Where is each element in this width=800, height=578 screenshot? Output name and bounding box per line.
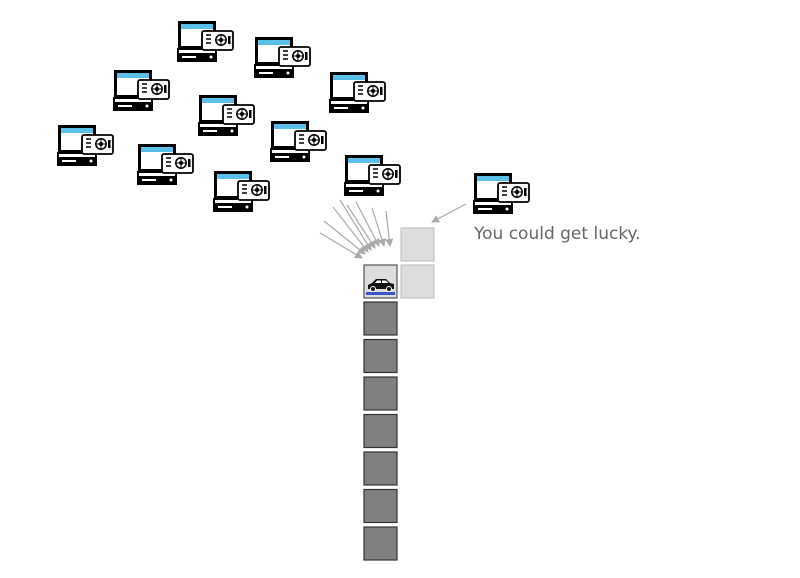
desktop-computer-with-safe-icon (197, 94, 255, 137)
desktop-computer-with-safe-icon (112, 69, 170, 112)
car-icon (366, 279, 395, 295)
tip-block (363, 264, 398, 299)
desktop-computer-with-safe-icon (269, 120, 327, 163)
crowd-arrows (319, 199, 394, 259)
chain-block (363, 488, 398, 524)
chain-block (363, 451, 398, 486)
desktop-computer-with-safe-icon (136, 143, 194, 186)
desktop-computer-with-safe-icon (253, 36, 311, 79)
chain-block (363, 526, 398, 561)
blockchain (363, 301, 398, 561)
lucky-arrow (431, 203, 467, 223)
chain-block (363, 376, 398, 411)
desktop-computer-with-safe-icon (328, 71, 386, 114)
lucky-miner-icon (472, 172, 530, 215)
desktop-computer-with-safe-icon (176, 20, 234, 63)
desktop-computer-with-safe-icon (343, 154, 401, 197)
competing-block (400, 227, 435, 262)
chain-block (363, 301, 398, 336)
caption: You could get lucky. (474, 224, 641, 244)
desktop-computer-with-safe-icon (212, 170, 270, 213)
chain-block (363, 413, 398, 449)
competing-block (400, 264, 435, 299)
desktop-computer-with-safe-icon (56, 124, 114, 167)
chain-block (363, 338, 398, 374)
miner-crowd (56, 20, 401, 213)
